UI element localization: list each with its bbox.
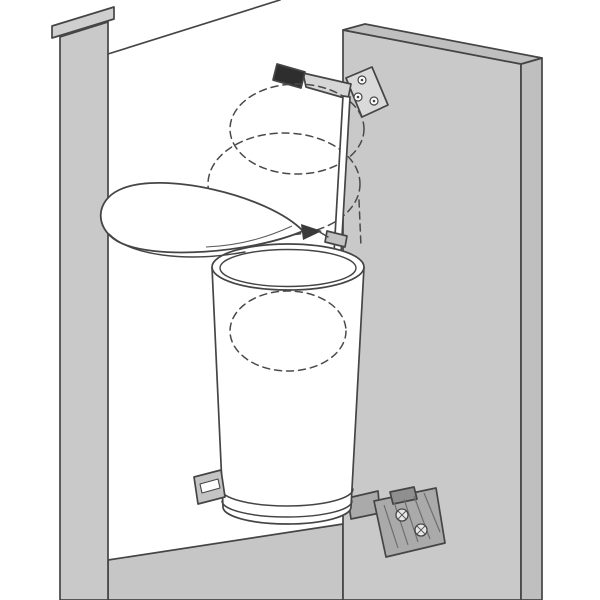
top-bracket bbox=[272, 63, 389, 118]
door bbox=[342, 23, 543, 600]
mounting-plate bbox=[345, 66, 389, 118]
side-panel bbox=[59, 21, 109, 600]
bottom-bracket bbox=[347, 486, 446, 558]
swing-guide-right bbox=[358, 199, 362, 248]
lid-inner-contour bbox=[205, 225, 293, 248]
door-right-edge bbox=[520, 57, 543, 600]
bracket-step bbox=[389, 486, 418, 505]
pivot-pin-icon bbox=[272, 63, 306, 89]
bin-body bbox=[211, 266, 365, 525]
lid-hinge-link bbox=[317, 230, 329, 238]
bracket-screws-icon bbox=[395, 508, 428, 537]
bin-rim-inner bbox=[219, 248, 357, 288]
support-ring-top bbox=[220, 488, 354, 507]
swing-path-upper bbox=[229, 83, 365, 175]
bin-rim-outer bbox=[211, 243, 365, 291]
lid bbox=[99, 182, 304, 254]
rod-collar bbox=[324, 230, 348, 248]
bin-inner-outline bbox=[229, 290, 347, 372]
interior-top-edge bbox=[107, 0, 281, 55]
ring-clamp-slot bbox=[199, 478, 221, 494]
cabinet-left-structure bbox=[51, 6, 115, 600]
plate-screw-holes-icon bbox=[353, 75, 379, 106]
support-ring-bottom bbox=[221, 500, 353, 518]
lid-thickness-edge bbox=[108, 233, 246, 258]
lid-hinge-tab-icon bbox=[301, 224, 322, 240]
countertop bbox=[51, 6, 115, 39]
bracket-hatch bbox=[383, 492, 441, 549]
waste-bin bbox=[193, 243, 365, 525]
lid-assembly bbox=[99, 182, 329, 258]
door-top-edge bbox=[342, 23, 543, 65]
